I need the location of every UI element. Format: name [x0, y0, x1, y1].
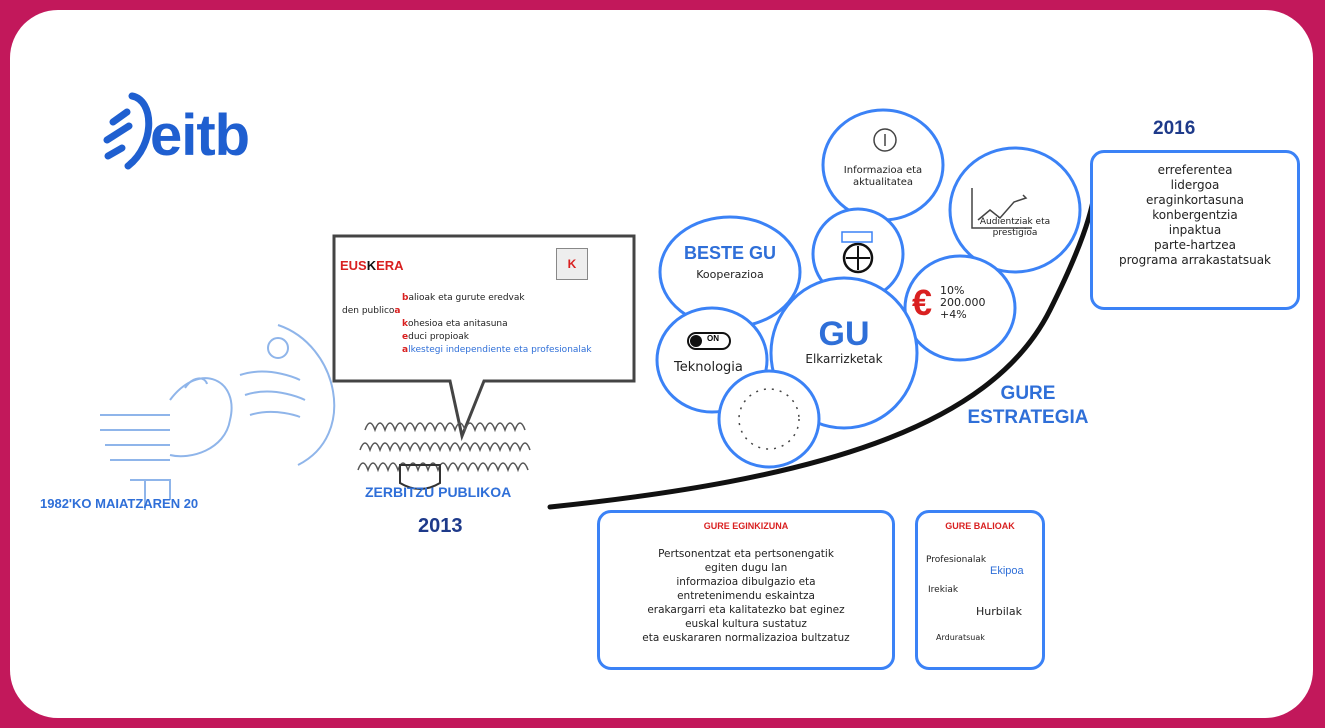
- speech-bubble-shape: [332, 234, 636, 442]
- eitb-logo: eitb: [150, 103, 250, 168]
- bubble-bottom: [717, 369, 821, 469]
- euskera-line: den publicoa: [342, 306, 401, 316]
- euro-icon: €: [912, 282, 933, 323]
- goal-item: eraginkortasuna: [1146, 193, 1244, 207]
- audientziak-text: Audientziak eta prestigioa: [979, 217, 1051, 238]
- value-ekipoa: Ekipoa: [990, 565, 1024, 577]
- teknologia-text: Teknologia: [674, 360, 743, 375]
- mission-box: GURE EGINKIZUNA Pertsonentzat eta pertso…: [597, 510, 895, 670]
- sketch-layer: [100, 92, 1103, 510]
- euskera-lines: balioak eta gurute eredvak den publicoa …: [342, 292, 592, 357]
- euskera-line: alkestegi independiente eta profesionala…: [402, 345, 592, 355]
- values-box: GURE BALIOAK Profesionalak Ekipoa Irekia…: [915, 510, 1045, 670]
- euro-stats: 10% 200.000 +4%: [940, 284, 986, 321]
- value-hurbilak: Hurbilak: [976, 605, 1022, 618]
- informazioa-text: Informazioa eta aktualitatea: [843, 165, 923, 188]
- goal-item: lidergoa: [1170, 178, 1220, 192]
- goal-item: parte-hartzea: [1154, 238, 1236, 252]
- gu-text: GU Elkarrizketak: [805, 315, 883, 366]
- euskera-bubble: EUSKERA K balioak eta gurute eredvak den…: [334, 236, 634, 381]
- goals-2016-box: erreferentea lidergoa eraginkortasuna ko…: [1090, 150, 1300, 310]
- logo-glyph-icon: [103, 92, 153, 170]
- value-profesionalak: Profesionalak: [926, 555, 987, 565]
- goal-item: konbergentzia: [1152, 208, 1238, 222]
- growth-chart-icon: [971, 188, 1032, 229]
- bubble-euro: [903, 254, 1017, 362]
- mission-title: GURE EGINKIZUNA: [703, 521, 789, 531]
- target-icon: [842, 242, 874, 274]
- k-stamp: K: [556, 248, 588, 280]
- toggle-label: ON: [707, 334, 719, 343]
- network-icon: [738, 388, 800, 450]
- public-service-label: ZERBITZU PUBLIKOA: [365, 484, 512, 500]
- beste-gu-text: BESTE GU Kooperazioa: [683, 243, 776, 281]
- crowd-sketch-icon: [357, 422, 531, 490]
- goal-item: inpaktua: [1168, 223, 1222, 237]
- hands-sketch-icon: [100, 324, 336, 510]
- euskera-line: educi propioak: [402, 332, 470, 342]
- goal-item: programa arrakastatsuak: [1118, 253, 1272, 267]
- year-2016-label: 2016: [1153, 118, 1196, 139]
- date-1982-label: 1982'KO MAIATZAREN 20: [40, 496, 199, 511]
- year-2013-label: 2013: [418, 515, 463, 537]
- euskera-title: EUSKERA: [340, 258, 404, 273]
- infographic-canvas: eitb 1982'KO MAIATZAREN 20 EUSKERA K bal…: [10, 10, 1313, 718]
- value-irekiak: Irekiak: [928, 585, 959, 595]
- bubble-audientziak: [948, 146, 1082, 274]
- goal-item: erreferentea: [1157, 163, 1233, 177]
- euskera-line: balioak eta gurute eredvak: [402, 293, 525, 303]
- values-title: GURE BALIOAK: [945, 521, 1015, 531]
- info-icon: [873, 128, 897, 152]
- euskera-line: kohesioa eta anitasuna: [402, 319, 508, 329]
- value-arduratsuak: Arduratsuak: [936, 633, 985, 642]
- strategy-label: GURE ESTRATEGIA: [967, 383, 1089, 428]
- mission-text: Pertsonentzat eta pertsonengatik egiten …: [642, 548, 850, 644]
